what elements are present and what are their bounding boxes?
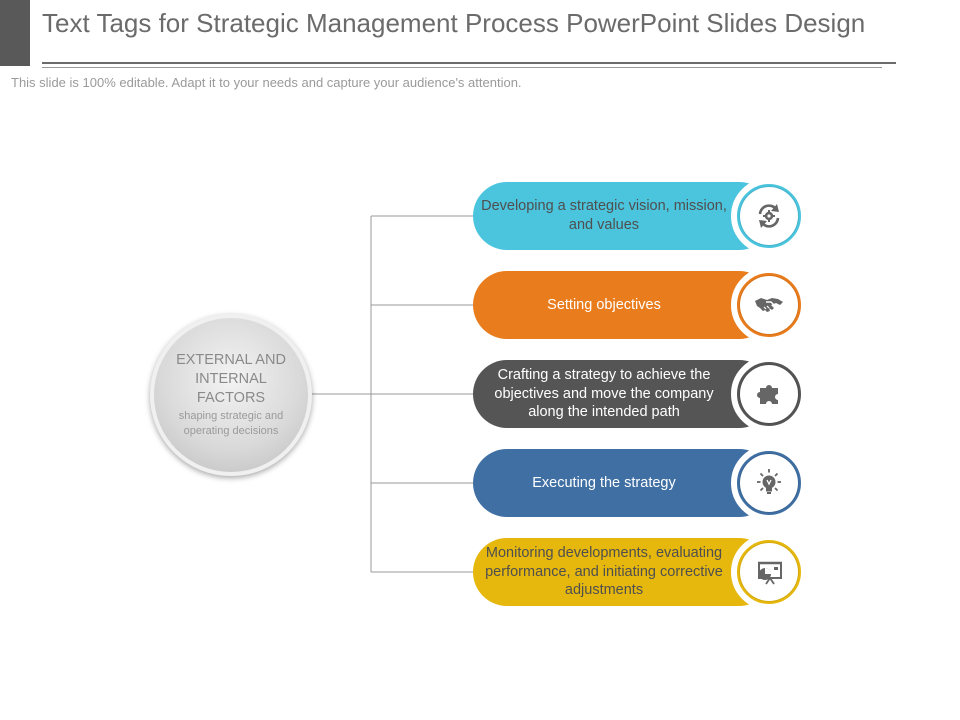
title-accent-block bbox=[0, 0, 30, 66]
step-icon-ring bbox=[731, 356, 807, 432]
step-text: Developing a strategic vision, mission, … bbox=[481, 198, 727, 233]
process-step-objectives: Setting objectives bbox=[473, 267, 809, 343]
process-step-executing: Executing the strategy bbox=[473, 445, 809, 521]
slide-subtitle: This slide is 100% editable. Adapt it to… bbox=[11, 75, 522, 90]
step-label-pill: Crafting a strategy to achieve the objec… bbox=[473, 360, 773, 428]
process-step-crafting-strategy: Crafting a strategy to achieve the objec… bbox=[473, 356, 809, 432]
handshake-icon bbox=[755, 298, 783, 312]
step-label-pill: Setting objectives bbox=[473, 271, 773, 339]
title-underline bbox=[42, 62, 896, 64]
step-text: Crafting a strategy to achieve the objec… bbox=[494, 366, 714, 421]
step-label-pill: Executing the strategy bbox=[473, 449, 773, 517]
hub-subtitle: shaping strategic and operating decision… bbox=[178, 410, 284, 438]
step-icon-ring bbox=[731, 267, 807, 343]
process-step-monitoring: Monitoring developments, evaluating perf… bbox=[473, 534, 809, 610]
step-label-pill: Monitoring developments, evaluating perf… bbox=[473, 538, 773, 606]
step-text: Setting objectives bbox=[547, 296, 661, 313]
step-icon-ring bbox=[731, 178, 807, 254]
slide-title: Text Tags for Strategic Management Proce… bbox=[42, 8, 866, 38]
step-text: Monitoring developments, evaluating perf… bbox=[485, 544, 723, 599]
process-step-vision: Developing a strategic vision, mission, … bbox=[473, 178, 809, 254]
puzzle-piece-icon bbox=[757, 385, 778, 404]
step-text: Executing the strategy bbox=[532, 474, 676, 491]
refresh-gear-icon bbox=[758, 204, 780, 228]
step-icon-ring bbox=[731, 445, 807, 521]
presentation-chart-icon bbox=[758, 561, 782, 585]
step-icon-ring bbox=[731, 534, 807, 610]
central-factors-circle: EXTERNAL AND INTERNAL FACTORS shaping st… bbox=[150, 314, 312, 476]
title-underline-secondary bbox=[42, 67, 882, 68]
step-label-pill: Developing a strategic vision, mission, … bbox=[473, 182, 773, 250]
hub-title: EXTERNAL AND INTERNAL FACTORS bbox=[176, 351, 286, 406]
lightbulb-icon bbox=[757, 469, 781, 494]
